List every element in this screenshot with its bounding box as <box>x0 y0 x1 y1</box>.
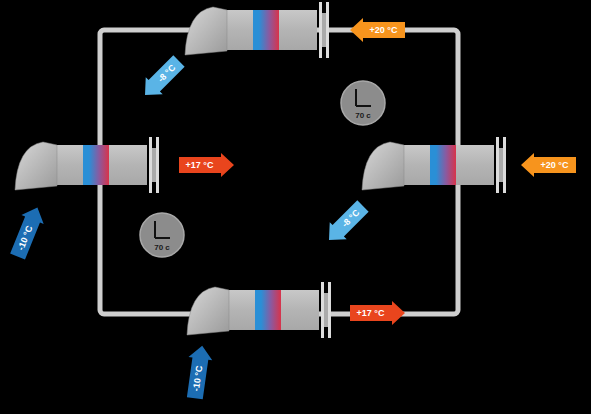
unit-band <box>436 145 456 185</box>
fan-unit <box>185 2 329 58</box>
timer-clock: 70 c <box>139 212 185 258</box>
arrow-fill <box>350 18 405 42</box>
unit-body <box>225 10 317 50</box>
clock-circle <box>341 81 385 125</box>
arrow-fill <box>182 344 213 400</box>
flow-arrow: +20 °C <box>350 18 405 42</box>
arrow-fill <box>6 203 48 261</box>
unit-band <box>430 145 436 185</box>
unit-flange <box>152 148 156 182</box>
unit-flange <box>156 137 159 193</box>
clock-hand <box>154 221 156 238</box>
fan-unit <box>187 282 331 338</box>
temperature-label: +17 °C <box>357 308 385 318</box>
clock-hand <box>155 237 170 239</box>
time-label: 70 c <box>355 111 371 120</box>
fan-units <box>15 2 506 338</box>
unit-flange <box>321 282 324 338</box>
unit-body <box>402 145 494 185</box>
unit-body <box>227 290 319 330</box>
unit-flange <box>328 282 331 338</box>
unit-body <box>55 145 147 185</box>
arrow-fill <box>179 153 234 177</box>
flow-arrow: -8 °C <box>321 198 372 249</box>
flow-arrow: +20 °C <box>521 153 576 177</box>
unit-flange <box>326 2 329 58</box>
arrow-fill <box>350 301 405 325</box>
unit-flange <box>319 2 322 58</box>
fan-unit <box>15 137 159 193</box>
unit-flange <box>496 137 499 193</box>
clock-hand <box>355 89 357 106</box>
flow-arrow: -8 °C <box>137 53 188 104</box>
unit-band <box>89 145 109 185</box>
unit-hood <box>362 142 404 190</box>
arrow-fill <box>137 53 188 104</box>
unit-band <box>261 290 281 330</box>
flow-arrow: +17 °C <box>179 153 234 177</box>
flow-arrow: -10 °C <box>6 203 48 261</box>
temperature-label: +20 °C <box>370 25 398 35</box>
clock-circle <box>140 213 184 257</box>
unit-flange <box>503 137 506 193</box>
time-label: 70 c <box>154 243 170 252</box>
temperature-label: +17 °C <box>186 160 214 170</box>
arrow-fill <box>521 153 576 177</box>
unit-flange <box>324 293 328 327</box>
flow-arrow: +17 °C <box>350 301 405 325</box>
unit-band <box>255 290 261 330</box>
clock-hand <box>356 105 371 107</box>
unit-band <box>83 145 89 185</box>
unit-flange <box>499 148 503 182</box>
unit-band <box>259 10 279 50</box>
timer-clock: 70 c <box>340 80 386 126</box>
temperature-label: +20 °C <box>541 160 569 170</box>
unit-hood <box>187 287 229 335</box>
fan-unit <box>362 137 506 193</box>
unit-flange <box>322 13 326 47</box>
unit-flange <box>149 137 152 193</box>
unit-band <box>253 10 259 50</box>
flow-arrow: -10 °C <box>182 344 213 400</box>
unit-hood <box>185 7 227 55</box>
unit-hood <box>15 142 57 190</box>
arrow-fill <box>321 198 372 249</box>
